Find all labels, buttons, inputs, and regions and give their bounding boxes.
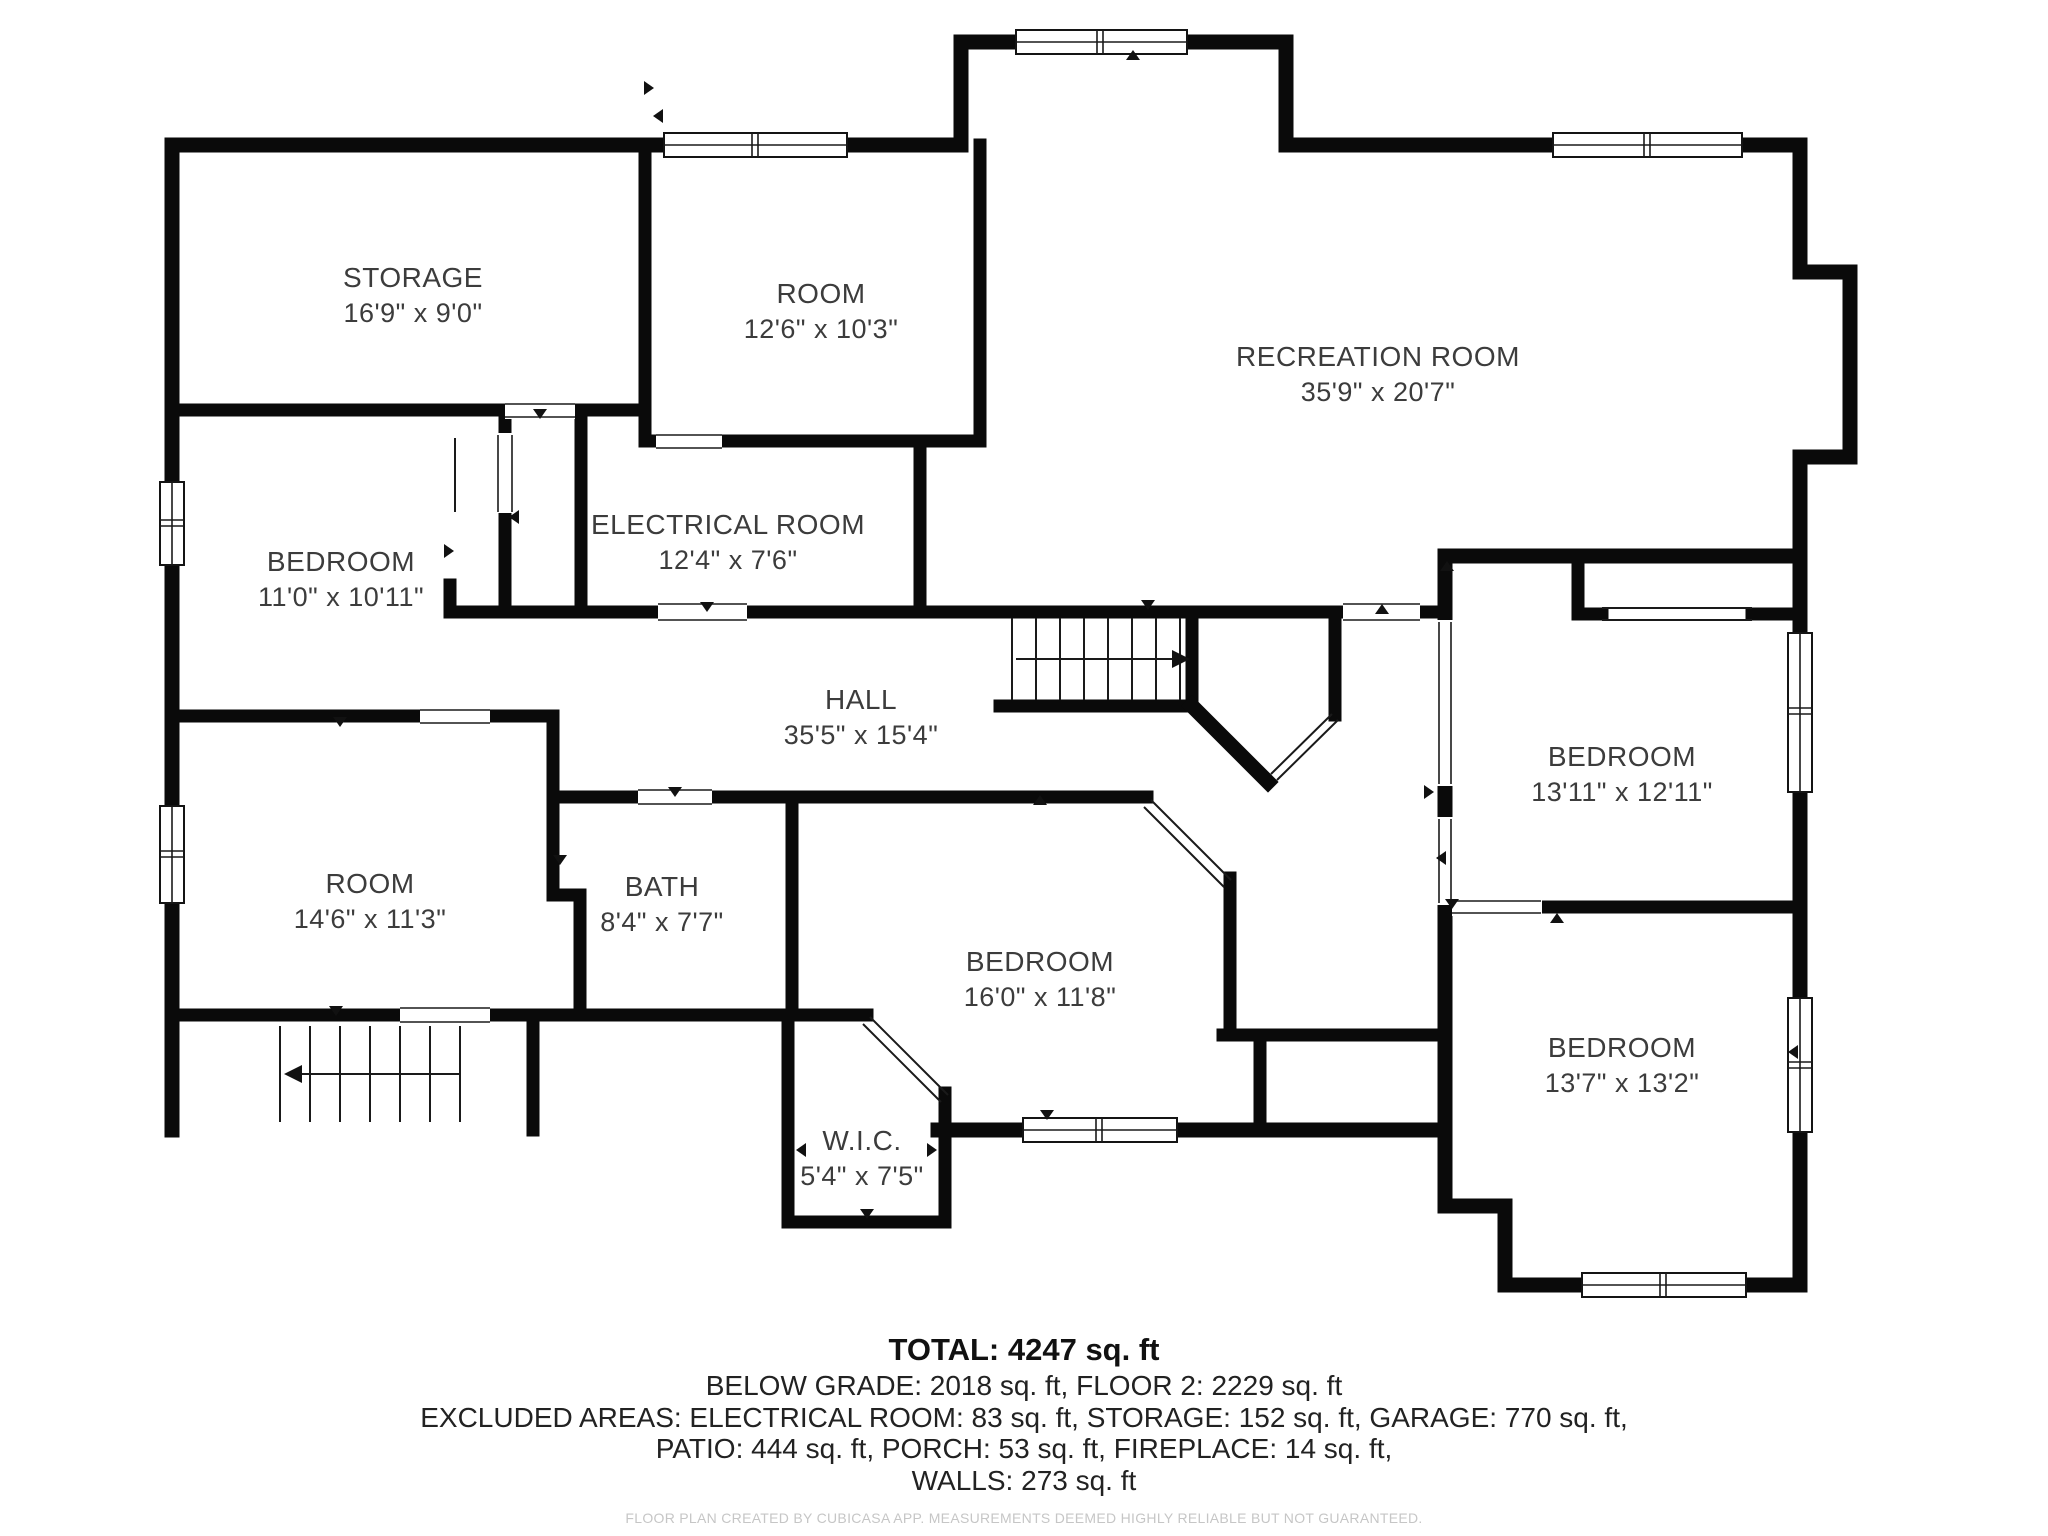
svg-text:HALL: HALL xyxy=(825,684,897,715)
svg-text:W.I.C.: W.I.C. xyxy=(822,1125,901,1156)
room-label-wic: W.I.C. 5'4" x 7'5" xyxy=(800,1125,924,1191)
bedroom-chamfer-door xyxy=(1143,799,1232,888)
excluded-areas-line: EXCLUDED AREAS: ELECTRICAL ROOM: 83 sq. … xyxy=(420,1401,1628,1433)
summary-footer: TOTAL: 4247 sq. ft BELOW GRADE: 2018 sq.… xyxy=(0,1330,2048,1526)
closet-sliding-door xyxy=(1602,607,1752,621)
stairs-direction-arrow xyxy=(284,1065,302,1083)
room-label-room-left: ROOM 14'6" x 11'3" xyxy=(294,868,447,934)
window-icon xyxy=(1787,997,1813,1133)
room-label-bedroom-middle: BEDROOM 16'0" x 11'8" xyxy=(964,946,1117,1012)
svg-text:STORAGE: STORAGE xyxy=(343,262,483,293)
excluded-areas-line2: PATIO: 444 sq. ft, PORCH: 53 sq. ft, FIR… xyxy=(655,1433,1393,1464)
stairs-direction-arrow xyxy=(1172,650,1190,668)
window-icon xyxy=(1022,1117,1178,1143)
door-openings xyxy=(400,401,1752,1103)
svg-text:8'4" x 7'7": 8'4" x 7'7" xyxy=(600,907,724,937)
svg-text:RECREATION ROOM: RECREATION ROOM xyxy=(1236,341,1520,372)
svg-text:BEDROOM: BEDROOM xyxy=(966,946,1114,977)
window-icon xyxy=(159,805,185,904)
wic-chamfer-door xyxy=(862,1016,949,1103)
stairs-bottom-left xyxy=(279,1026,461,1122)
svg-text:11'0" x 10'11": 11'0" x 10'11" xyxy=(258,582,424,612)
window-icon xyxy=(1787,632,1813,793)
direction-markers xyxy=(329,50,1798,1219)
disclaimer-text: FLOOR PLAN CREATED BY CUBICASA APP. MEAS… xyxy=(625,1510,1423,1526)
window-icon xyxy=(159,481,185,566)
window-icon xyxy=(1581,1272,1747,1298)
svg-text:BEDROOM: BEDROOM xyxy=(1548,1032,1696,1063)
window-markers xyxy=(159,29,1813,1298)
svg-text:ROOM: ROOM xyxy=(776,278,865,309)
stairs-middle xyxy=(1011,618,1190,700)
window-icon xyxy=(1552,132,1743,158)
room-label-hall: HALL 35'5" x 15'4" xyxy=(784,684,939,750)
room-label-room-upper: ROOM 12'6" x 10'3" xyxy=(744,278,899,344)
room-label-bedroom-bottom-right: BEDROOM 13'7" x 13'2" xyxy=(1545,1032,1700,1098)
window-icon xyxy=(663,132,848,158)
room-label-electrical-room: ELECTRICAL ROOM 12'4" x 7'6" xyxy=(591,509,865,575)
svg-text:ELECTRICAL ROOM: ELECTRICAL ROOM xyxy=(591,509,865,540)
area-breakdown-line: BELOW GRADE: 2018 sq. ft, FLOOR 2: 2229 … xyxy=(705,1370,1343,1401)
walls-area-line: WALLS: 273 sq. ft xyxy=(911,1464,1137,1496)
interior-walls xyxy=(165,138,1802,1229)
svg-text:12'6" x 10'3": 12'6" x 10'3" xyxy=(744,314,899,344)
window-icon xyxy=(1015,29,1188,55)
svg-text:5'4" x 7'5": 5'4" x 7'5" xyxy=(800,1161,924,1191)
room-label-bedroom-top-right: BEDROOM 13'11" x 12'11" xyxy=(1531,741,1713,807)
room-label-recreation-room: RECREATION ROOM 35'9" x 20'7" xyxy=(1236,341,1520,407)
svg-text:ROOM: ROOM xyxy=(325,868,414,899)
room-label-storage: STORAGE 16'9" x 9'0" xyxy=(343,262,483,328)
svg-text:16'9" x 9'0": 16'9" x 9'0" xyxy=(343,298,482,328)
svg-text:13'7" x 13'2": 13'7" x 13'2" xyxy=(1545,1068,1700,1098)
svg-text:14'6" x 11'3": 14'6" x 11'3" xyxy=(294,904,447,934)
room-labels: STORAGE 16'9" x 9'0" ROOM 12'6" x 10'3" … xyxy=(258,262,1713,1191)
stairs-angled-door xyxy=(1270,713,1339,781)
svg-text:BEDROOM: BEDROOM xyxy=(267,546,415,577)
svg-text:35'9" x 20'7": 35'9" x 20'7" xyxy=(1301,377,1456,407)
room-label-bath: BATH 8'4" x 7'7" xyxy=(600,871,724,937)
svg-text:16'0" x 11'8": 16'0" x 11'8" xyxy=(964,982,1117,1012)
room-label-bedroom-left: BEDROOM 11'0" x 10'11" xyxy=(258,546,424,612)
total-area-text: TOTAL: 4247 sq. ft xyxy=(888,1332,1160,1367)
svg-text:BATH: BATH xyxy=(625,871,700,902)
svg-text:35'5" x 15'4": 35'5" x 15'4" xyxy=(784,720,939,750)
svg-text:12'4" x 7'6": 12'4" x 7'6" xyxy=(658,545,797,575)
svg-text:13'11" x 12'11": 13'11" x 12'11" xyxy=(1531,777,1713,807)
svg-text:BEDROOM: BEDROOM xyxy=(1548,741,1696,772)
